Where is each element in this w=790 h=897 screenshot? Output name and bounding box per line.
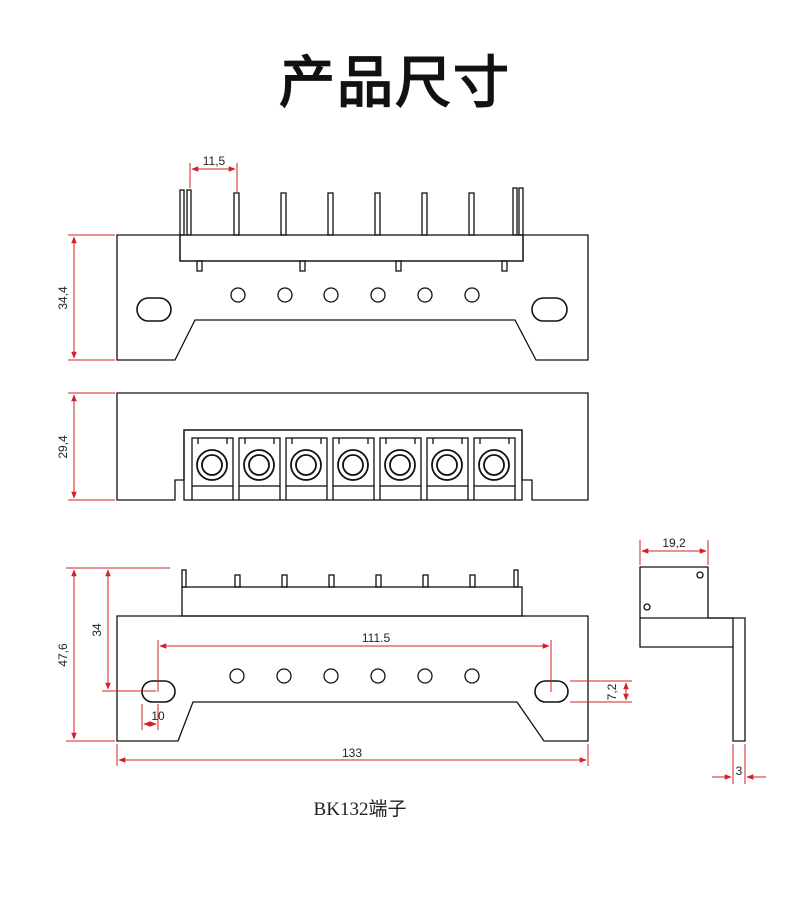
terminal-posts-top	[179, 187, 524, 236]
dim-thickness-label: 3	[736, 764, 743, 778]
dim-hole-spacing-label: 111.5	[362, 631, 391, 645]
dim-height-view2-label: 29,4	[56, 435, 70, 459]
side-view	[639, 566, 746, 742]
dim-slot-height-label: 7,2	[605, 683, 619, 700]
dim-height-view1-label: 34,4	[56, 286, 70, 310]
screw-cells	[191, 437, 516, 500]
screws	[196, 449, 510, 481]
dim-hole-height-label: 34	[90, 623, 104, 637]
terminal-posts-bottom	[181, 569, 519, 588]
dim-total-height-label: 47,6	[56, 643, 70, 667]
bottom-view	[116, 392, 589, 501]
dimension-lines-view3	[66, 567, 632, 766]
dim-hole-offset-label: 10	[151, 709, 165, 723]
dim-length-label: 133	[342, 746, 362, 760]
product-caption: BK132端子	[314, 798, 407, 820]
front-view-top	[116, 187, 589, 361]
dim-side-width-label: 19,2	[662, 536, 686, 550]
dimension-lines-view2	[68, 392, 115, 501]
front-view-dimensioned	[116, 569, 589, 742]
dimension-lines-view1	[68, 163, 238, 361]
dim-pitch-label: 11,5	[203, 154, 226, 168]
dimension-lines-view4	[639, 540, 766, 784]
page-title: 产品尺寸	[279, 51, 511, 116]
